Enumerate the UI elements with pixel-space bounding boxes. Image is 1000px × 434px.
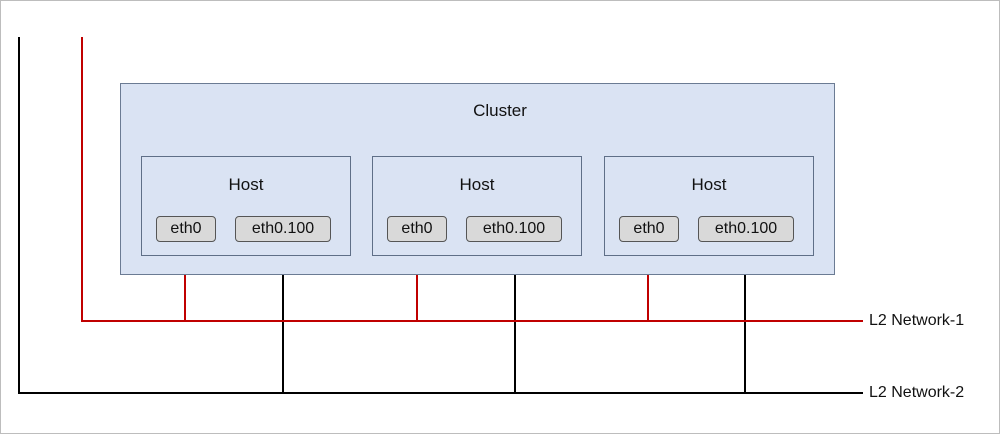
interface-eth0: eth0 [387,216,447,242]
interface-eth0-100: eth0.100 [466,216,562,242]
interface-eth0: eth0 [156,216,216,242]
host-label: Host [228,175,264,194]
interface-eth0: eth0 [619,216,679,242]
interface-eth0-100: eth0.100 [235,216,331,242]
host-label: Host [459,175,495,194]
interface-eth0-100: eth0.100 [698,216,794,242]
host-label: Host [691,175,727,194]
network-2-label: L2 Network-2 [869,384,965,401]
host-box-3: Host eth0 eth0.100 [604,156,814,256]
network-1-label: L2 Network-1 [869,312,965,329]
host-box-2: Host eth0 eth0.100 [372,156,582,256]
host-box-1: Host eth0 eth0.100 [141,156,351,256]
